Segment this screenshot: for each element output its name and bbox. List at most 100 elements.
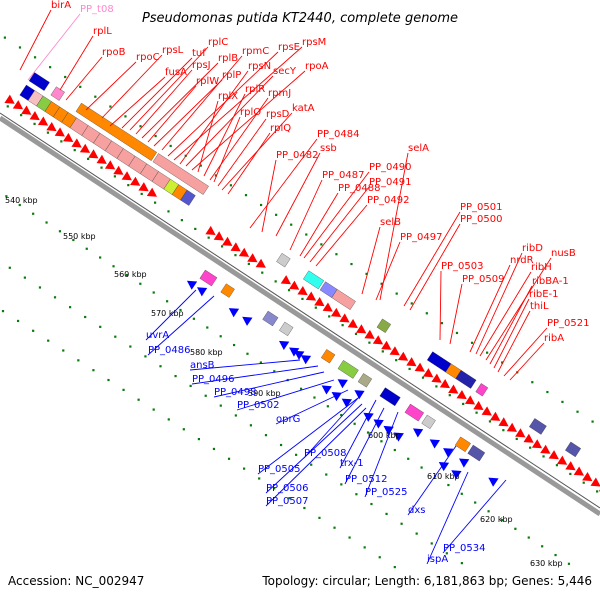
lower-tick-dot xyxy=(487,510,490,513)
lower-tick-dot xyxy=(340,413,343,417)
gene-label-reverse: PP_0508 xyxy=(304,448,347,459)
trna-block xyxy=(50,86,65,101)
lower-tick-dot xyxy=(232,343,236,347)
gene-label-forward: katA xyxy=(292,103,315,114)
lower-tick-dot xyxy=(299,387,303,390)
inner-tick-dot xyxy=(448,394,451,397)
leader-line xyxy=(315,204,368,267)
gene-label-forward: ribD xyxy=(522,243,543,254)
kbp-tick-label: 550 kbp xyxy=(63,232,96,241)
lower-tick-dot xyxy=(514,527,517,530)
kbp-tick-label: 580 kbp xyxy=(190,348,223,357)
far-tick-dot xyxy=(84,315,87,319)
outer-tick-dot xyxy=(199,164,202,167)
leader-line xyxy=(509,342,545,381)
outer-tick-dot xyxy=(546,390,549,394)
far-tick-dot xyxy=(363,546,366,549)
genome-backbone xyxy=(0,112,600,517)
lower-tick-dot xyxy=(366,431,370,434)
leader-line xyxy=(135,69,193,135)
far-tick-dot xyxy=(144,355,147,358)
outer-tick-dot xyxy=(275,213,278,216)
forward-gene-arrow xyxy=(96,154,107,164)
forward-gene-arrow xyxy=(79,143,91,153)
far-tick-dot xyxy=(62,349,65,352)
lower-tick-dot xyxy=(45,221,48,224)
gene-label-forward: rpsM xyxy=(302,37,326,48)
far-tick-dot xyxy=(174,374,177,378)
leader-line xyxy=(403,211,461,307)
gene-label-forward: PP_0497 xyxy=(400,232,443,243)
forward-gene-arrow xyxy=(347,318,358,328)
leader-line xyxy=(109,76,166,127)
leader-line xyxy=(303,395,361,459)
inner-tick-dot xyxy=(46,131,50,134)
leader-line xyxy=(179,70,249,165)
leader-line xyxy=(191,365,319,385)
backbone-line xyxy=(0,115,600,517)
leader-line xyxy=(209,97,269,181)
forward-gene-arrow xyxy=(104,160,116,170)
reverse-gene-arrow xyxy=(197,287,208,297)
leader-line xyxy=(147,295,215,356)
far-tick-dot xyxy=(38,286,42,289)
leader-line xyxy=(197,100,219,173)
leader-line xyxy=(161,55,243,151)
gene-label-forward: PP_0492 xyxy=(367,195,410,206)
outer-tick-dot xyxy=(79,85,82,88)
forward-gene-arrow xyxy=(531,439,543,449)
far-tick-dot xyxy=(310,463,313,466)
gene-label-reverse: PP_0506 xyxy=(266,483,309,494)
operon-gene-block xyxy=(28,72,50,91)
reverse-gene-arrow xyxy=(289,347,300,357)
lower-tick-dot xyxy=(32,212,35,215)
far-tick-dot xyxy=(333,526,336,529)
forward-gene-arrow xyxy=(205,225,216,235)
forward-gene-arrow xyxy=(222,236,233,246)
inner-tick-dot xyxy=(462,402,465,406)
gene-label-reverse: PP_0525 xyxy=(365,487,408,498)
forward-gene-arrow xyxy=(364,329,375,339)
inner-tick-dot xyxy=(502,429,505,432)
lower-tick-dot xyxy=(85,247,88,250)
forward-gene-arrow xyxy=(565,461,576,471)
misc-gene-block xyxy=(467,444,486,462)
misc-gene-block xyxy=(565,441,582,458)
forward-gene-arrow xyxy=(573,466,584,476)
far-tick-dot xyxy=(348,536,351,539)
leader-line xyxy=(489,285,533,365)
far-tick-dot xyxy=(445,552,448,555)
lower-tick-dot xyxy=(18,203,21,207)
leader-line xyxy=(153,79,223,147)
outer-tick-dot xyxy=(470,341,474,344)
forward-gene-arrow xyxy=(305,291,317,301)
outer-tick-dot xyxy=(365,272,368,276)
far-tick-dot xyxy=(16,319,20,323)
gene-features xyxy=(4,72,600,492)
lower-tick-dot xyxy=(420,466,423,469)
forward-gene-arrow xyxy=(506,422,517,432)
forward-gene-arrow xyxy=(4,94,15,104)
gene-label-reverse: PP_0498 xyxy=(214,387,257,398)
far-tick-dot xyxy=(385,512,388,516)
forward-gene-arrow xyxy=(113,165,124,175)
lower-tick-dot xyxy=(313,396,316,399)
far-tick-dot xyxy=(340,483,343,486)
inner-tick-dot xyxy=(287,289,291,292)
leader-line xyxy=(493,298,530,369)
inner-tick-dot xyxy=(515,437,518,441)
inner-tick-dot xyxy=(100,166,103,169)
outer-tick-dot xyxy=(440,322,444,325)
gene-label-forward: ssb xyxy=(320,143,337,154)
inner-tick-dot xyxy=(20,114,23,117)
leader-line xyxy=(407,445,457,516)
outer-tick-dot xyxy=(94,95,97,98)
inner-tick-dot xyxy=(247,262,250,266)
misc-gene-block xyxy=(376,318,391,333)
far-tick-dot xyxy=(23,276,26,279)
outer-tick-dot xyxy=(531,381,534,384)
forward-gene-arrow xyxy=(71,138,82,148)
leader-line xyxy=(361,226,381,295)
misc-gene-block xyxy=(454,436,471,452)
